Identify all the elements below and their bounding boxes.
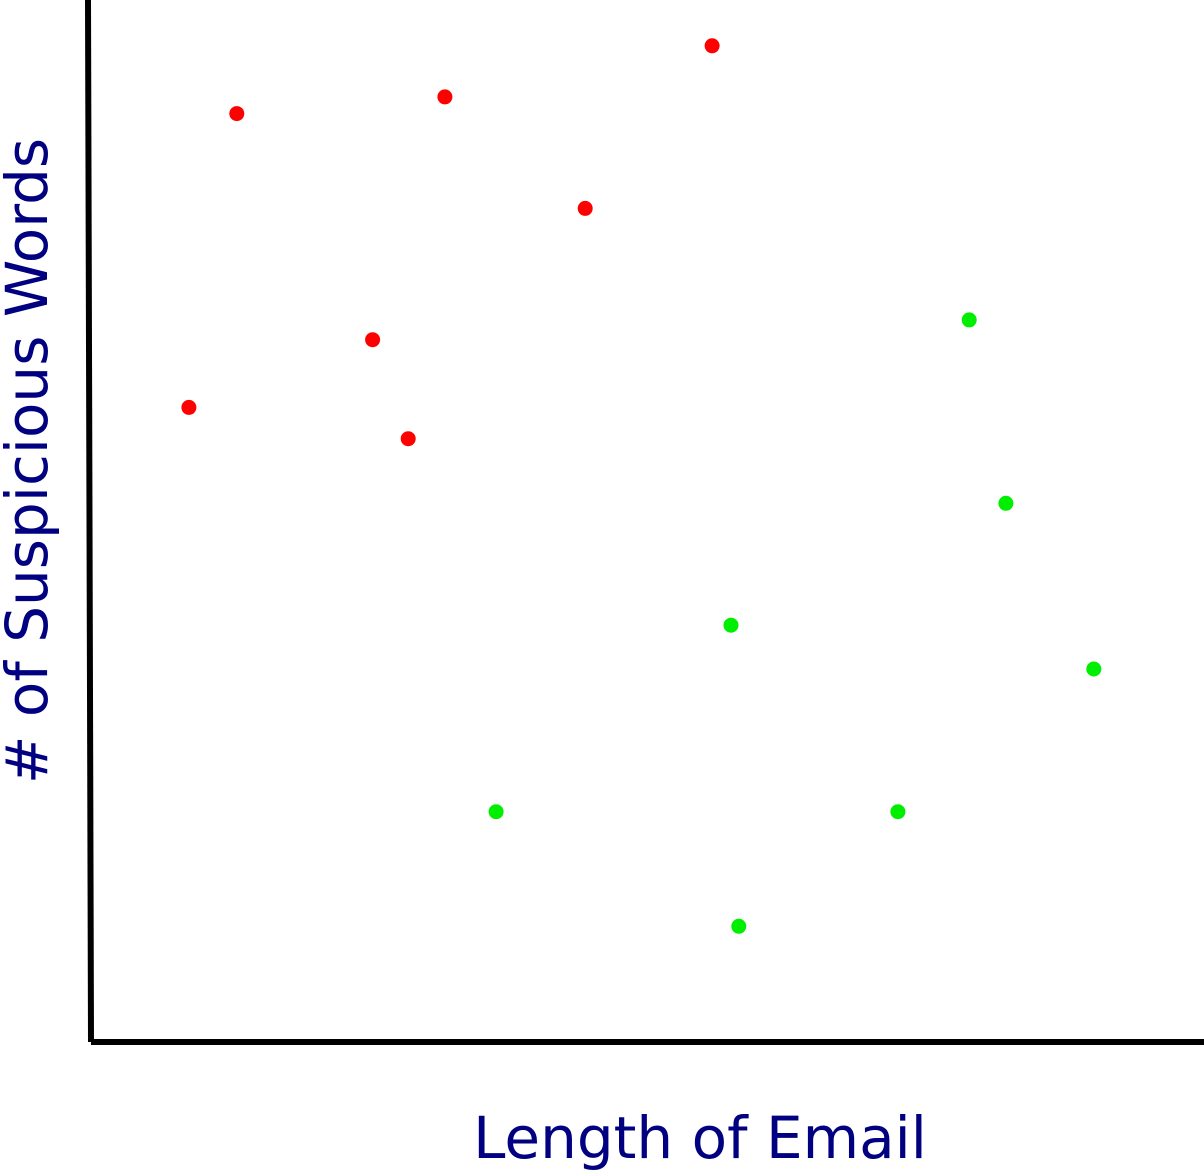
data-point-s1-7	[704, 38, 720, 54]
data-point-s1-5	[437, 89, 453, 105]
data-point-s2-7	[1086, 661, 1102, 677]
y-axis-line	[85, 0, 94, 1043]
data-point-s1-1	[181, 399, 197, 415]
y-axis-label: # of Suspicious Words	[0, 138, 61, 784]
data-point-s2-2	[723, 617, 739, 633]
data-point-s2-4	[890, 804, 906, 820]
points-layer	[181, 38, 1102, 934]
data-point-s2-6	[998, 495, 1014, 511]
x-axis-label: Length of Email	[473, 1104, 927, 1170]
data-point-s1-6	[577, 200, 593, 216]
data-point-s2-1	[488, 804, 504, 820]
data-point-s2-5	[961, 312, 977, 328]
data-point-s1-3	[365, 332, 381, 348]
data-point-s1-4	[400, 431, 416, 447]
data-point-s2-3	[731, 918, 747, 934]
data-point-s1-2	[229, 106, 245, 122]
